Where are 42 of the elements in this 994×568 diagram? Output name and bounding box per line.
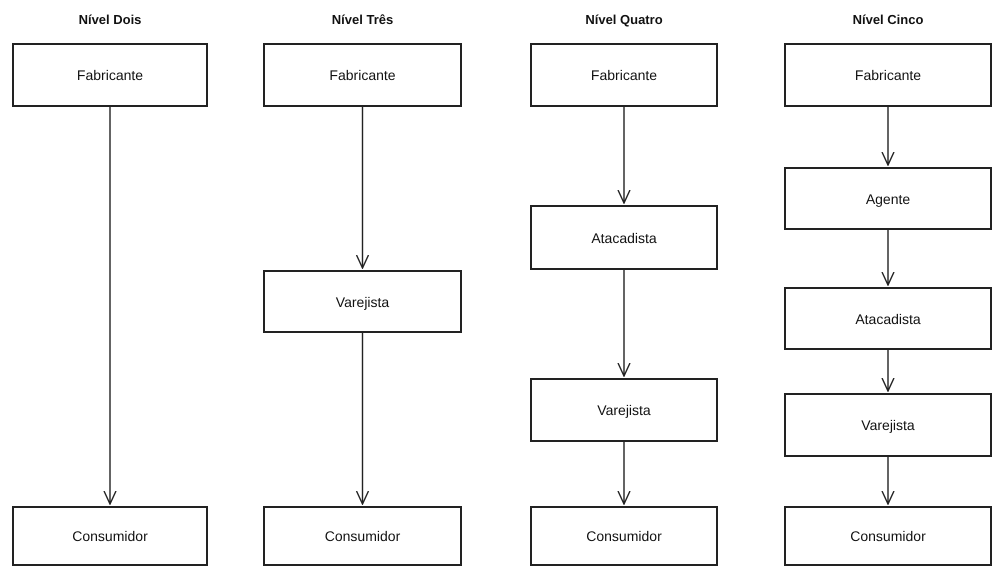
process-box (530, 506, 718, 566)
box-label: Fabricante (590, 67, 658, 83)
box-label: Atacadista (855, 310, 921, 326)
arrow (356, 107, 370, 269)
box-label: Consumidor (586, 528, 662, 544)
box-label: Varejista (597, 402, 651, 418)
process-box (12, 506, 208, 566)
process-box (784, 506, 992, 566)
box-label: Fabricante (854, 67, 922, 83)
column-heading: Nível Três (330, 12, 394, 27)
box-label: Fabricante (76, 67, 144, 83)
box-label: Agente (866, 190, 910, 206)
arrow (881, 350, 895, 392)
process-box (784, 167, 992, 230)
box-label: Atacadista (591, 230, 657, 246)
box-label: Varejista (336, 294, 390, 310)
box-label: Varejista (861, 417, 915, 433)
arrow (881, 230, 895, 286)
process-box (784, 393, 992, 457)
arrow (881, 107, 895, 166)
arrow (617, 270, 631, 377)
arrow (617, 107, 631, 204)
process-box (263, 43, 462, 107)
box-label: Consumidor (72, 528, 148, 544)
process-box (784, 287, 992, 350)
box-label: Consumidor (324, 528, 400, 544)
arrow (617, 442, 631, 505)
process-box (263, 506, 462, 566)
process-box (12, 43, 208, 107)
column-heading: Nível Dois (78, 12, 142, 27)
column-heading: Nível Cinco (852, 12, 924, 27)
box-label: Fabricante (329, 67, 396, 83)
box-label: Consumidor (850, 528, 926, 544)
process-box (530, 43, 718, 107)
process-box (263, 270, 462, 333)
process-box (530, 205, 718, 270)
arrow (356, 333, 370, 505)
process-box (530, 378, 718, 442)
arrow (103, 107, 117, 505)
arrow (881, 457, 895, 505)
process-box (784, 43, 992, 107)
column-heading: Nível Quatro (584, 12, 664, 27)
